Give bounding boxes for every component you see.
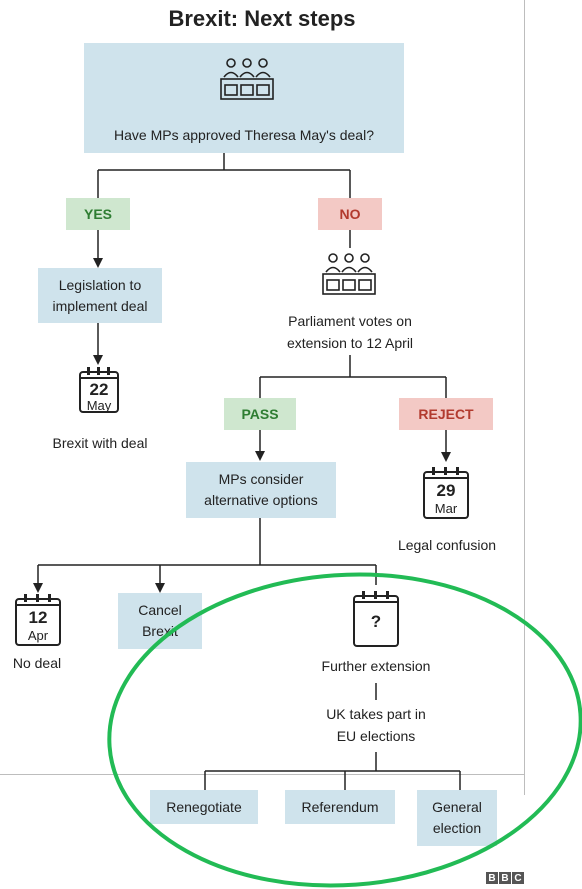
calendar-icon: 22 May	[78, 366, 120, 414]
parliament-icon	[322, 253, 376, 295]
parliament-line2: extension to 12 April	[286, 334, 414, 351]
renegotiate-box: Renegotiate	[150, 790, 258, 824]
uk-elections-label: UK takes part in EU elections	[296, 704, 456, 747]
calendar-day: 29	[436, 481, 456, 500]
calendar-icon: 12 Apr	[14, 593, 62, 647]
mps-line1: MPs consider	[218, 471, 304, 487]
calendar-icon: ?	[352, 590, 400, 648]
legal-confusion-label: Legal confusion	[397, 537, 497, 553]
bbc-logo-b2: B	[499, 872, 511, 884]
right-divider	[524, 0, 525, 795]
calendar-question-mark: ?	[370, 612, 382, 631]
uk-line2: EU elections	[336, 727, 416, 744]
question-text: Have MPs approved Theresa May's deal?	[114, 127, 374, 143]
referendum-box: Referendum	[285, 790, 395, 824]
brexit-with-deal-label: Brexit with deal	[52, 435, 148, 451]
no-tag: NO	[318, 198, 382, 230]
bbc-logo-b1: B	[486, 872, 498, 884]
parliament-line1: Parliament votes on	[288, 313, 412, 329]
bottom-divider	[0, 774, 524, 775]
legislation-line2: implement deal	[52, 297, 148, 314]
calendar-icon	[353, 591, 399, 647]
pass-tag: PASS	[224, 398, 296, 430]
parliament-votes-label: Parliament votes on extension to 12 Apri…	[260, 311, 440, 354]
no-deal-label: No deal	[12, 655, 62, 671]
calendar-icon	[423, 467, 469, 519]
cancel-line1: Cancel	[138, 602, 182, 618]
reject-tag: REJECT	[399, 398, 493, 430]
general-line1: General	[432, 799, 482, 815]
calendar-icon	[79, 367, 119, 413]
further-extension-label: Further extension	[321, 658, 431, 674]
bbc-logo-c: C	[512, 872, 524, 884]
calendar-day: 12	[28, 608, 48, 627]
legislation-box: Legislation to implement deal	[38, 268, 162, 323]
diagram-title: Brexit: Next steps	[168, 6, 356, 31]
calendar-day: 22	[89, 380, 109, 399]
uk-line1: UK takes part in	[326, 706, 426, 722]
calendar-month: Apr	[27, 628, 49, 643]
mps-line2: alternative options	[204, 492, 318, 508]
calendar-icon	[15, 594, 61, 646]
legislation-line1: Legislation to	[58, 276, 142, 293]
general-line2: election	[432, 820, 482, 836]
mps-consider-box: MPs consider alternative options	[186, 462, 336, 518]
calendar-month: Mar	[434, 501, 458, 516]
calendar-month: May	[86, 398, 112, 413]
general-election-box: General election	[417, 790, 497, 846]
parliament-icon	[220, 58, 274, 100]
yes-tag: YES	[66, 198, 130, 230]
calendar-icon: 29 Mar	[422, 466, 470, 520]
